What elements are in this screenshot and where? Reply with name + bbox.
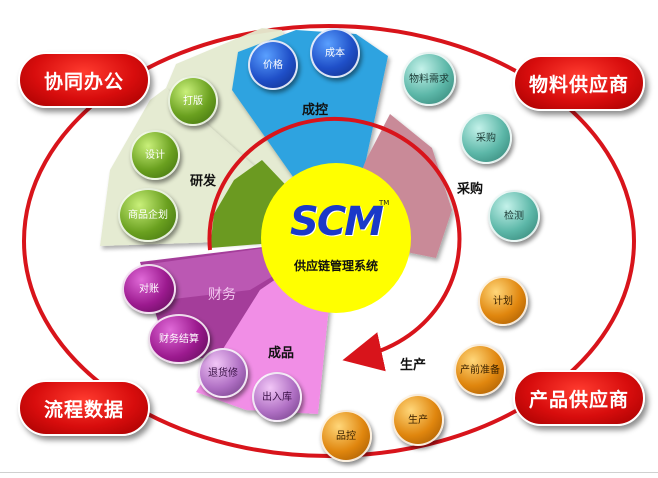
node-purchase: 采购: [460, 112, 512, 164]
node-returns-repair: 退货修: [198, 348, 248, 398]
node-quality-control: 品控: [320, 410, 372, 462]
bottom-divider: [0, 472, 658, 473]
node-cost: 成本: [310, 28, 360, 78]
system-subtitle: 供应链管理系统: [293, 259, 378, 273]
node-product-planning: 商品企划: [118, 188, 178, 242]
section-label-production: 生产: [400, 358, 427, 373]
node-plan: 计划: [478, 276, 528, 326]
node-reconciliation: 对账: [122, 264, 176, 314]
corner-process-data: 流程数据: [18, 380, 150, 436]
section-label-cost-control: 成控: [302, 103, 329, 118]
cycle-arrow: [207, 117, 462, 372]
node-design: 设计: [130, 130, 180, 180]
center-logo-circle: SCM TM 供应链管理系统: [261, 163, 411, 313]
corner-collaborative-office: 协同办公: [18, 52, 150, 108]
node-pre-production: 产前准备: [454, 344, 506, 396]
trademark-mark: TM: [379, 199, 390, 207]
section-label-procurement: 采购: [457, 182, 484, 197]
node-price: 价格: [248, 40, 298, 90]
node-inspection: 检测: [488, 190, 540, 242]
node-financial-settlement: 财务结算: [148, 314, 210, 364]
section-label-finished: 成品: [268, 346, 295, 361]
node-stock-in-out: 出入库: [252, 372, 302, 422]
section-label-rnd: 研发: [190, 174, 217, 189]
section-label-finance: 财务: [208, 287, 236, 303]
corner-material-supplier: 物料供应商: [513, 55, 645, 111]
node-production: 生产: [392, 394, 444, 446]
node-material-demand: 物料需求: [402, 52, 456, 106]
corner-product-supplier: 产品供应商: [513, 370, 645, 426]
node-pattern-making: 打版: [168, 76, 218, 126]
scm-logo: SCM: [290, 199, 384, 245]
